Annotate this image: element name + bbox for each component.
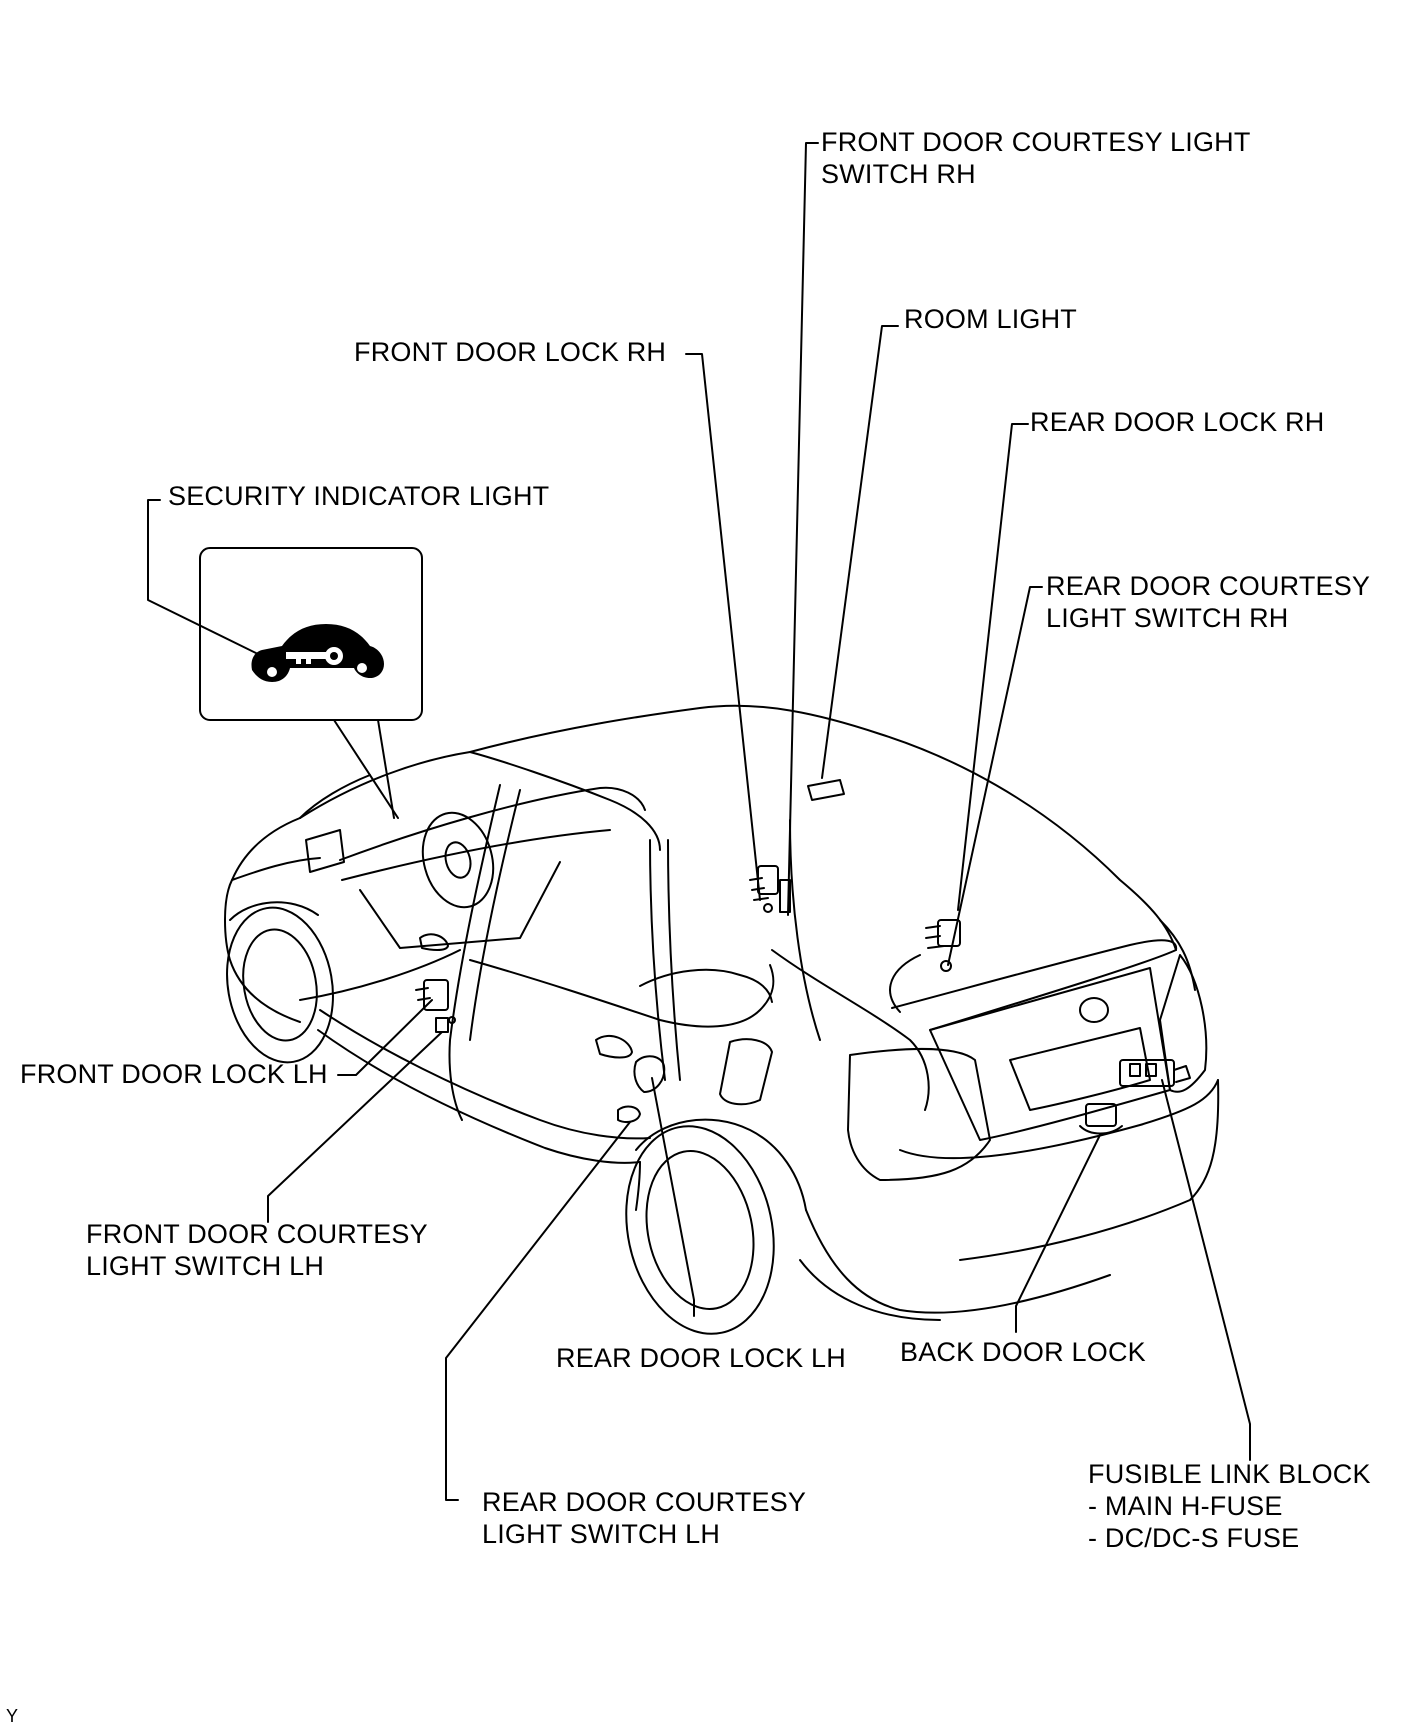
leader-rear-door-lock-rh (957, 423, 1029, 911)
label-line: REAR DOOR LOCK LH (556, 1343, 846, 1373)
label-front-door-lock-rh: FRONT DOOR LOCK RH (354, 336, 666, 368)
label-line: - DC/DC-S FUSE (1088, 1523, 1300, 1553)
callout-line-left (333, 719, 399, 819)
figure-code: Y (6, 1706, 19, 1726)
leader-front-door-lock-lh (337, 999, 433, 1076)
label-rear-door-courtesy-light-switch-lh: REAR DOOR COURTESY LIGHT SWITCH LH (482, 1486, 806, 1550)
label-line: LIGHT SWITCH LH (482, 1519, 721, 1549)
label-line: FUSIBLE LINK BLOCK (1088, 1459, 1371, 1489)
leader-fusible-link-block (1161, 1079, 1251, 1461)
label-room-light: ROOM LIGHT (904, 303, 1077, 335)
leader-front-door-courtesy-lh (267, 1031, 443, 1223)
car-with-key-icon (251, 624, 384, 682)
label-line: - MAIN H-FUSE (1088, 1491, 1283, 1521)
security-indicator-inset (199, 547, 423, 721)
label-line: SWITCH RH (821, 159, 976, 189)
label-front-door-lock-lh: FRONT DOOR LOCK LH (20, 1058, 328, 1090)
leader-back-door-lock (1015, 1134, 1101, 1333)
label-line: REAR DOOR COURTESY (1046, 571, 1371, 601)
label-line: LIGHT SWITCH LH (86, 1251, 325, 1281)
label-line: LIGHT SWITCH RH (1046, 603, 1289, 633)
label-line: REAR DOOR COURTESY (482, 1487, 807, 1517)
fusible-link-block-part (1119, 1059, 1191, 1087)
rear-door-lh-parts (617, 1055, 666, 1123)
label-line: SECURITY INDICATOR LIGHT (168, 481, 550, 511)
front-door-lh-parts (415, 979, 456, 1033)
label-rear-door-lock-rh: REAR DOOR LOCK RH (1030, 406, 1324, 438)
leader-security-indicator (147, 499, 263, 657)
label-security-indicator-light: SECURITY INDICATOR LIGHT (168, 480, 549, 512)
leader-rear-door-lock-lh (651, 1077, 695, 1317)
label-line: FRONT DOOR LOCK RH (354, 337, 667, 367)
label-front-door-courtesy-light-switch-rh: FRONT DOOR COURTESY LIGHT SWITCH RH (821, 126, 1251, 190)
label-fusible-link-block: FUSIBLE LINK BLOCK - MAIN H-FUSE - DC/DC… (1088, 1458, 1371, 1554)
label-rear-door-lock-lh: REAR DOOR LOCK LH (556, 1342, 846, 1374)
label-line: FRONT DOOR LOCK LH (20, 1059, 328, 1089)
back-door-lock-part (1079, 1103, 1123, 1135)
leader-room-light (821, 325, 899, 779)
label-back-door-lock: BACK DOOR LOCK (900, 1336, 1146, 1368)
room-light-mark (807, 779, 845, 801)
label-line: REAR DOOR LOCK RH (1030, 407, 1325, 437)
leader-rear-door-courtesy-rh (947, 586, 1043, 966)
leader-front-door-courtesy-rh (787, 142, 819, 916)
label-line: ROOM LIGHT (904, 304, 1078, 334)
label-line: BACK DOOR LOCK (900, 1337, 1146, 1367)
label-line: FRONT DOOR COURTESY LIGHT (821, 127, 1251, 157)
leader-rear-door-courtesy-lh (445, 1121, 631, 1501)
callout-line-right (377, 719, 395, 819)
component-marks (415, 779, 1191, 1135)
leader-lines (147, 142, 1251, 1501)
leader-front-door-lock-rh (685, 353, 761, 901)
label-rear-door-courtesy-light-switch-rh: REAR DOOR COURTESY LIGHT SWITCH RH (1046, 570, 1370, 634)
label-front-door-courtesy-light-switch-lh: FRONT DOOR COURTESY LIGHT SWITCH LH (86, 1218, 428, 1282)
rear-door-rh-parts (925, 919, 961, 972)
label-line: FRONT DOOR COURTESY (86, 1219, 428, 1249)
front-door-rh-parts (749, 865, 791, 913)
